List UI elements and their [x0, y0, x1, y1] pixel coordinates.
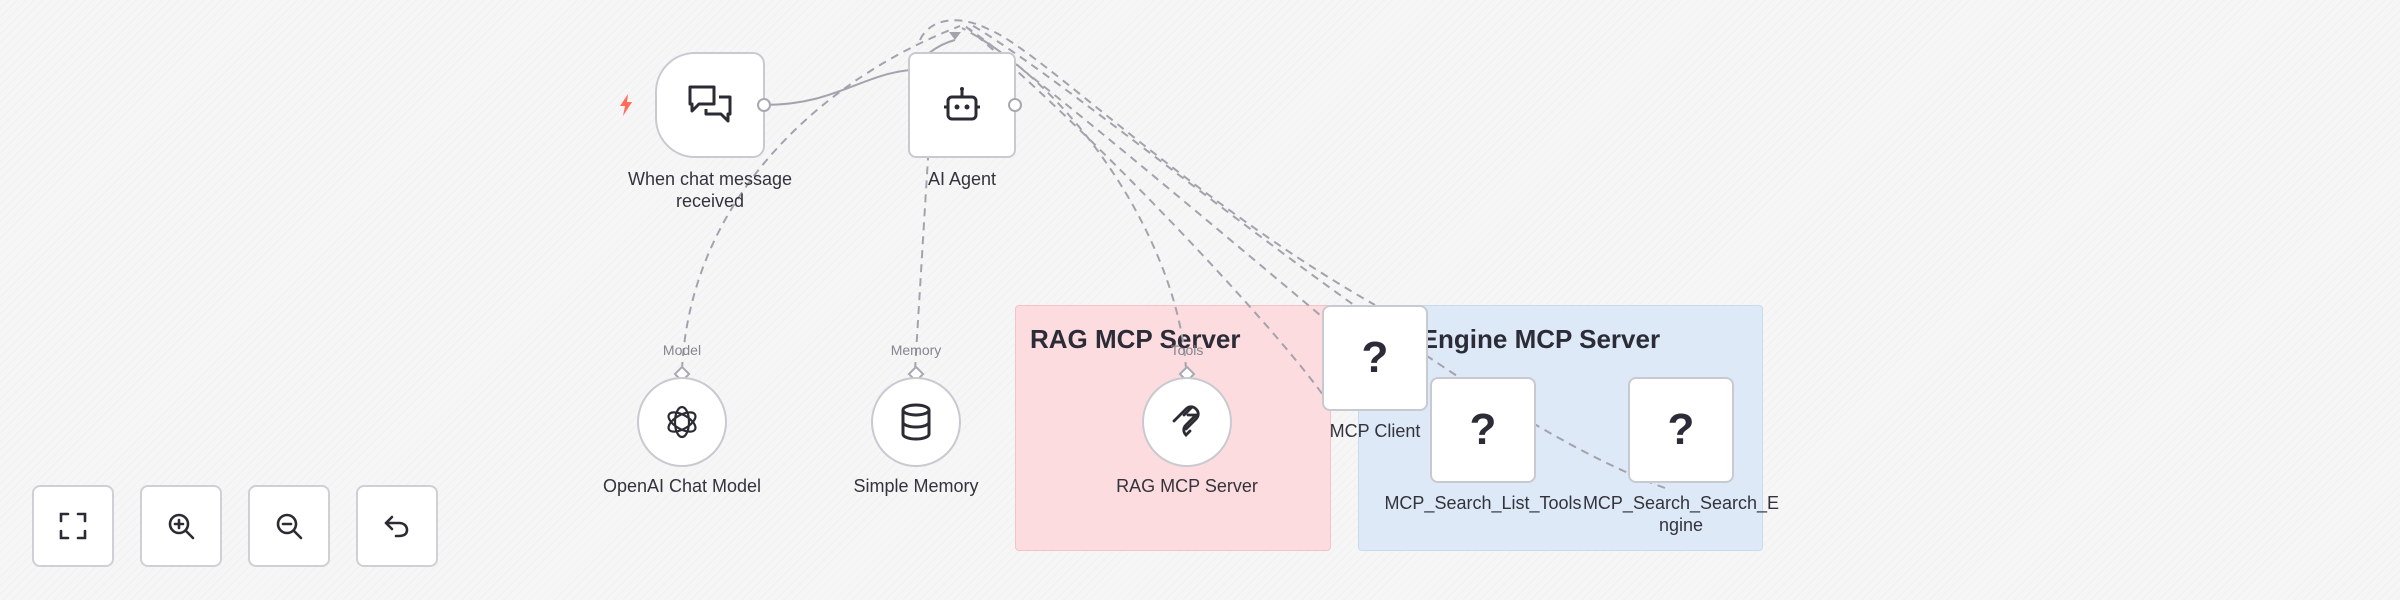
node-label: MCP Client	[1329, 421, 1421, 441]
zoom-out-button[interactable]	[248, 485, 330, 567]
chat-bubbles-icon	[688, 85, 732, 123]
node-label: Simple Memory	[853, 476, 979, 496]
node-mcp-client[interactable]: ?	[1322, 305, 1428, 411]
question-mark-icon: ?	[1361, 333, 1389, 382]
question-mark-icon: ?	[1469, 405, 1497, 454]
robot-icon	[944, 87, 980, 121]
question-mark-icon: ?	[1667, 405, 1695, 454]
node-ai-agent[interactable]	[908, 52, 1016, 158]
trigger-bolt-icon	[620, 94, 632, 116]
node-simple-memory[interactable]	[871, 377, 961, 467]
node-chat-trigger[interactable]	[655, 52, 765, 158]
port-label: Tools	[1170, 342, 1204, 358]
undo-icon	[384, 515, 409, 538]
zoom-in-button[interactable]	[140, 485, 222, 567]
mcp-icon	[1172, 405, 1200, 437]
node-label: When chat message received	[627, 169, 793, 211]
zoom-in-icon	[168, 513, 195, 540]
output-handle[interactable]	[757, 98, 771, 112]
zoom-out-icon	[276, 513, 303, 540]
node-label: MCP_Search_List_Tools	[1384, 493, 1582, 513]
database-icon	[901, 403, 931, 441]
output-handle[interactable]	[1008, 98, 1022, 112]
port-label: Memory	[890, 342, 942, 358]
node-mcp-search-search-engine[interactable]: ?	[1628, 377, 1734, 483]
openai-icon	[667, 405, 697, 439]
node-label: OpenAI Chat Model	[602, 476, 762, 496]
node-openai-chat-model[interactable]	[637, 377, 727, 467]
node-label: AI Agent	[927, 169, 997, 189]
node-label: RAG MCP Server	[1116, 476, 1258, 496]
node-mcp-search-list-tools[interactable]: ?	[1430, 377, 1536, 483]
fit-view-button[interactable]	[32, 485, 114, 567]
node-rag-mcp-server[interactable]	[1142, 377, 1232, 467]
node-label: MCP_Search_Search_Engine	[1582, 493, 1780, 535]
port-label: Model	[662, 342, 702, 358]
undo-button[interactable]	[356, 485, 438, 567]
fit-view-icon	[59, 512, 87, 540]
arrow-in	[949, 32, 961, 40]
